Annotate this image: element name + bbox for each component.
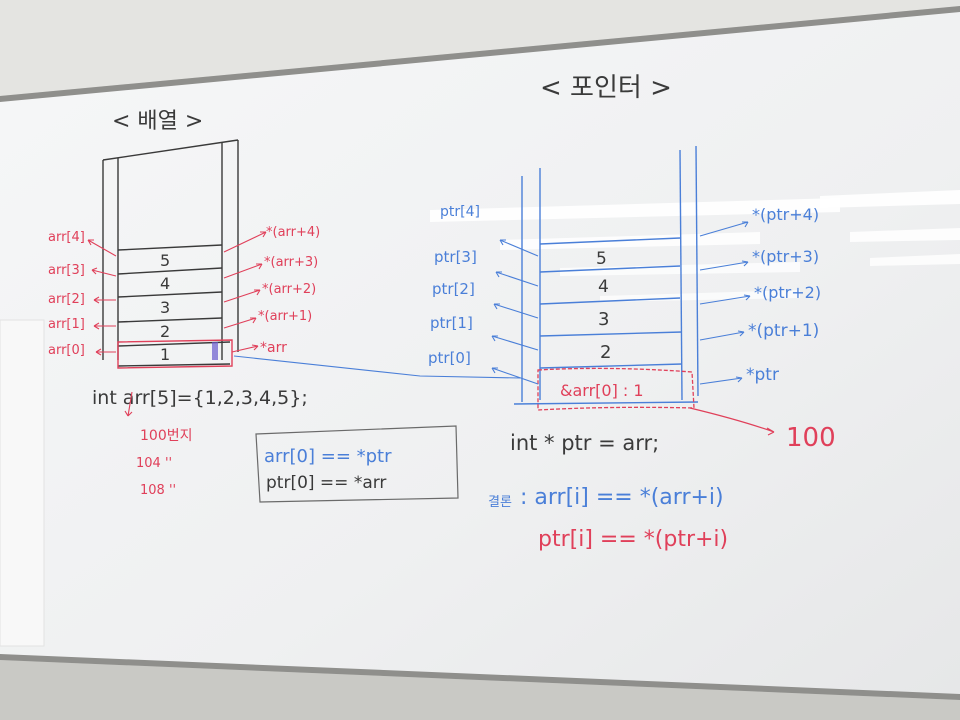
right-title: < 포인터 >	[540, 73, 672, 103]
pointer-left-label: ptr[0]	[428, 349, 471, 367]
pointer-value-arrow	[689, 407, 775, 436]
conclusion-line-2: ptr[i] == *(ptr+i)	[538, 527, 728, 552]
left-title: < 배열 >	[112, 109, 203, 134]
array-right-label: *arr	[260, 340, 287, 356]
pointer-left-labels: ptr[4] ptr[3] ptr[2] ptr[1] ptr[0]	[428, 204, 480, 367]
array-left-label: arr[0]	[48, 343, 85, 358]
array-red-box	[117, 339, 233, 369]
array-cell-value: 3	[160, 298, 170, 317]
pointer-value: 100	[786, 423, 836, 453]
array-declaration: int arr[5]={1,2,3,4,5};	[92, 387, 308, 409]
address-notes: 100번지 104 '' 108 ''	[136, 428, 192, 498]
pointer-right-label: *(ptr+4)	[752, 205, 819, 224]
conclusion-label: 결론	[488, 495, 512, 510]
conclusion-line-1: : arr[i] == *(arr+i)	[520, 485, 724, 510]
array-highlight-mark	[212, 342, 218, 360]
light-reflection	[560, 262, 800, 276]
pointer-cell-value: 5	[596, 249, 607, 269]
pointer-right-label: *(ptr+3)	[752, 247, 819, 266]
array-cell-value: 2	[160, 322, 170, 341]
array-right-label: *(arr+2)	[262, 282, 316, 297]
pointer-right-label: *ptr	[746, 365, 779, 385]
address-note: 104 ''	[136, 456, 172, 471]
array-diagram	[102, 139, 239, 367]
array-right-label: *(arr+4)	[266, 225, 320, 240]
pointer-red-box	[537, 367, 695, 411]
array-left-label: arr[3]	[48, 263, 85, 278]
light-reflection	[430, 198, 840, 222]
light-reflection	[870, 254, 960, 266]
array-right-arrows	[223, 231, 267, 353]
array-left-label: arr[4]	[48, 230, 85, 245]
wall-bottom	[0, 660, 960, 720]
pointer-right-labels: *(ptr+4) *(ptr+3) *(ptr+2) *(ptr+1) *ptr	[746, 205, 821, 385]
pointer-left-label: ptr[2]	[432, 280, 475, 298]
pointer-left-arrows	[491, 239, 539, 385]
board-surface	[0, 12, 960, 694]
wall-top	[0, 0, 960, 96]
light-reflection	[850, 228, 960, 242]
array-right-labels: *(arr+4) *(arr+3) *(arr+2) *(arr+1) *arr	[258, 225, 320, 356]
pointer-right-label: *(ptr+1)	[748, 321, 819, 341]
paper-sheet	[0, 319, 45, 647]
light-reflection	[500, 232, 760, 250]
array-left-label: arr[1]	[48, 317, 85, 332]
array-to-pointer-line	[233, 355, 521, 379]
equation-line-2: ptr[0] == *arr	[266, 473, 386, 493]
pointer-left-label: ptr[1]	[430, 314, 473, 332]
array-left-arrows	[87, 239, 117, 356]
array-right-label: *(arr+3)	[264, 255, 318, 270]
pointer-cell-value: 2	[600, 342, 611, 363]
pointer-cell-value: &arr[0] : 1	[560, 381, 644, 400]
pointer-left-label: ptr[3]	[434, 248, 477, 266]
light-reflection	[820, 190, 960, 208]
array-left-label: arr[2]	[48, 292, 85, 307]
array-cell-value: 1	[160, 345, 170, 364]
array-decl-arrow	[124, 391, 133, 417]
array-cell-value: 5	[160, 251, 170, 270]
pointer-left-label: ptr[4]	[440, 204, 480, 220]
pointer-cell-values: 5 4 3 2 &arr[0] : 1	[560, 249, 644, 400]
pointer-right-arrows	[699, 221, 751, 385]
equation-line-1: arr[0] == *ptr	[264, 446, 392, 467]
array-right-label: *(arr+1)	[258, 309, 312, 324]
address-note: 108 ''	[140, 483, 176, 498]
pointer-cell-value: 3	[598, 309, 609, 330]
pointer-declaration: int * ptr = arr;	[510, 431, 659, 455]
pointer-right-label: *(ptr+2)	[754, 283, 821, 302]
pointer-cell-value: 4	[598, 277, 609, 297]
array-left-labels: arr[4] arr[3] arr[2] arr[1] arr[0]	[48, 230, 85, 358]
pointer-diagram	[513, 145, 699, 405]
equation-box	[255, 425, 459, 503]
address-note: 100번지	[140, 428, 192, 444]
array-cell-value: 4	[160, 274, 170, 293]
array-cell-values: 5 4 3 2 1	[160, 251, 170, 364]
